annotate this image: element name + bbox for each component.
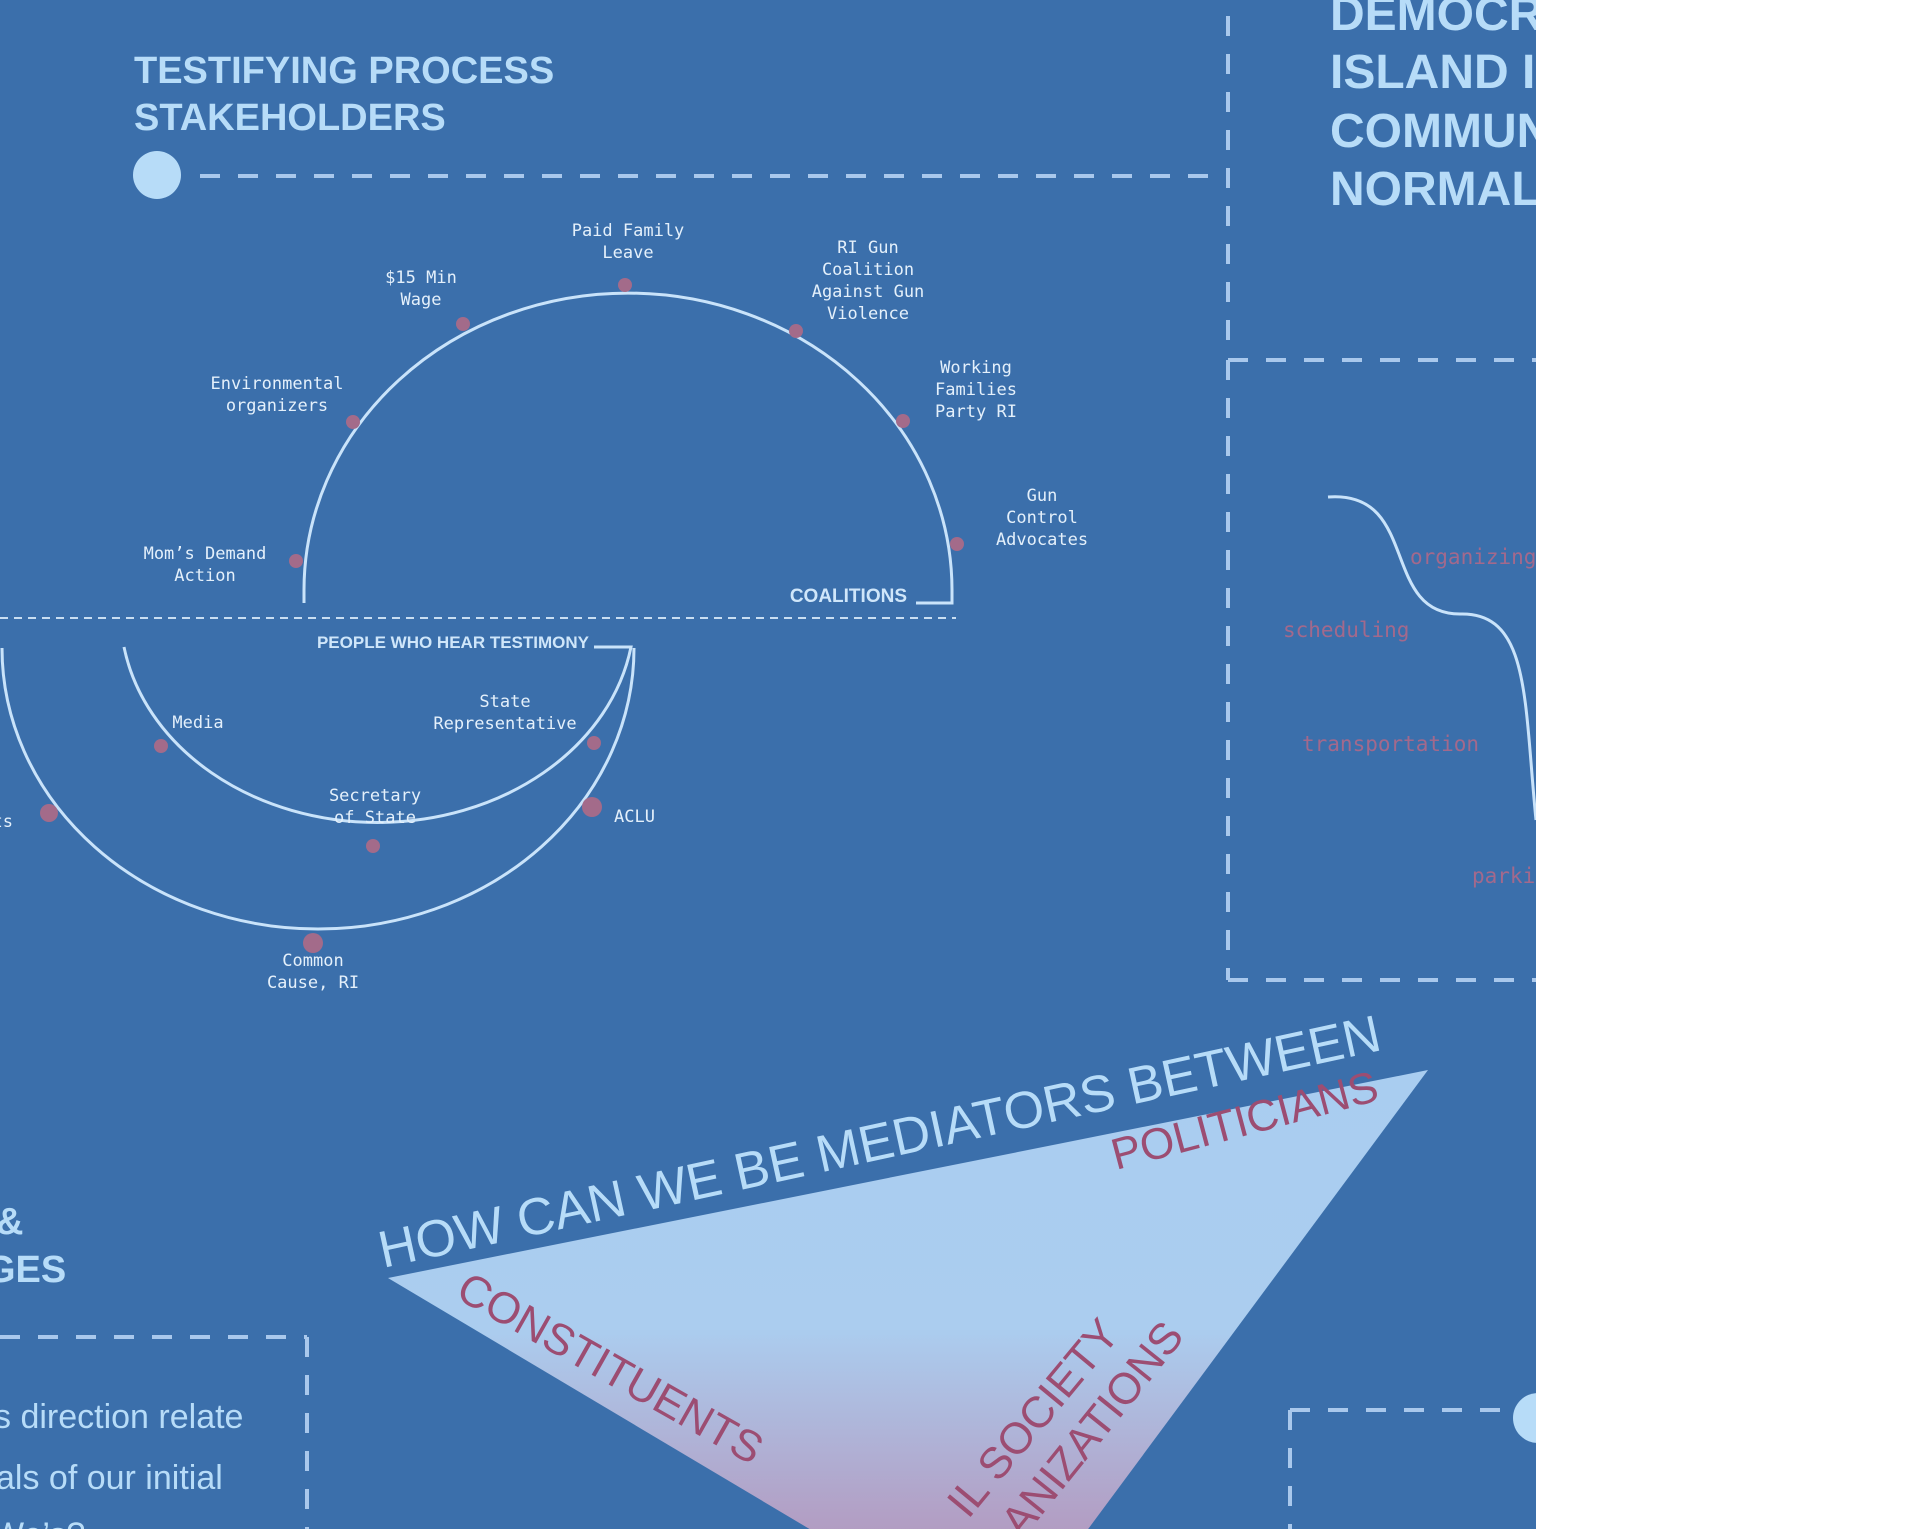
outer-ring-nodes: ntsCommonCause, RI ACLU: [0, 797, 655, 993]
dashed-frames: [0, 16, 1536, 1529]
left-body: s direction relate als of our initial We…: [0, 1398, 243, 1529]
node-label-line: Environmental: [210, 374, 343, 394]
left-heading-line-1: &: [0, 1201, 23, 1243]
section-title: TESTIFYING PROCESS STAKEHOLDERS: [134, 50, 554, 139]
node-dot-working-families-party-ri: [896, 414, 910, 428]
node-label-line: Gun: [1027, 486, 1058, 506]
node-label-line: nts: [0, 812, 13, 832]
mediator-triangle: [388, 1070, 1428, 1529]
right-title-line-2: ISLAND I: [1330, 46, 1535, 99]
node-label-line: Mom’s Demand: [144, 544, 267, 564]
node-label-line: Secretary: [329, 786, 421, 806]
node-label-line: Advocates: [996, 530, 1088, 550]
node-dot-common-cause-ri: [303, 933, 323, 953]
node-label-line: Against Gun: [812, 282, 925, 302]
outer-ring-arc: [0, 647, 636, 931]
node-label-line: Control: [1006, 508, 1078, 528]
hearers-label: PEOPLE WHO HEAR TESTIMONY: [317, 633, 590, 652]
logistics-organizing: organizing: [1410, 545, 1536, 569]
node-label-line: Common: [282, 951, 343, 971]
node-dot-mom-s-demand-action: [289, 554, 303, 568]
node-dot-ri-gun-coalition-against-gun-violence: [789, 324, 803, 338]
node-dot-nts: [40, 804, 58, 822]
hearers-arc: PEOPLE WHO HEAR TESTIMONY: [122, 633, 633, 824]
node-dot-secretary-of-state: [366, 839, 380, 853]
node-label-line: RI Gun: [837, 238, 898, 258]
node-label-line: Leave: [602, 243, 653, 263]
node-label-line: Violence: [827, 304, 909, 324]
right-title: DEMOCR ISLAND I COMMUN NORMAL: [1330, 0, 1536, 216]
node-dot-gun-control-advocates: [950, 537, 964, 551]
logistics-parking: parki: [1472, 864, 1535, 888]
logistics-list: organizing scheduling transportation par…: [1283, 545, 1536, 888]
left-heading-line-2: GES: [0, 1249, 66, 1291]
right-title-line-3: COMMUN: [1330, 105, 1536, 158]
node-label-line: Working: [940, 358, 1012, 378]
node-label-line: Families: [935, 380, 1017, 400]
node-label-line: organizers: [226, 396, 328, 416]
coalitions-arc: COALITIONS: [302, 291, 954, 607]
section-title-line-1: TESTIFYING PROCESS: [134, 50, 554, 92]
node-dot-state-representative: [587, 736, 601, 750]
stakeholder-diagram: TESTIFYING PROCESS STAKEHOLDERS COALITIO…: [0, 0, 1536, 1529]
node-label-media: Media: [172, 713, 223, 733]
right-title-line-4: NORMAL: [1330, 163, 1536, 216]
left-body-line-3: We’s?: [0, 1516, 85, 1529]
node-label-line: Representative: [433, 714, 576, 734]
node-label-line: Coalition: [822, 260, 914, 280]
stakeholder-board: TESTIFYING PROCESS STAKEHOLDERS COALITIO…: [0, 0, 1536, 1529]
right-title-line-1: DEMOCR: [1330, 0, 1536, 41]
node-dot-paid-family-leave: [618, 278, 632, 292]
node-label-aclu: ACLU: [614, 807, 655, 827]
logistics-transportation: transportation: [1302, 732, 1479, 756]
right-marker-dot: [1513, 1393, 1536, 1443]
node-label-line: ACLU: [614, 807, 655, 827]
node-label-line: Party RI: [935, 402, 1017, 422]
node-dot-15-min-wage: [456, 317, 470, 331]
node-label-line: Action: [174, 566, 235, 586]
coalitions-label: COALITIONS: [790, 586, 907, 607]
node-label-line: Wage: [401, 290, 442, 310]
node-label-line: of State: [334, 808, 416, 828]
section-marker-dot: [133, 151, 181, 199]
section-title-line-2: STAKEHOLDERS: [134, 97, 446, 139]
node-label-line: $15 Min: [385, 268, 457, 288]
logistics-scheduling: scheduling: [1283, 618, 1409, 642]
node-dot-aclu: [582, 797, 602, 817]
node-dot-environmental-organizers: [346, 415, 360, 429]
node-dot-media: [154, 739, 168, 753]
node-label-line: Cause, RI: [267, 973, 359, 993]
node-label-line: State: [479, 692, 530, 712]
node-label-line: Paid Family: [572, 221, 685, 241]
left-body-line-1: s direction relate: [0, 1398, 243, 1436]
left-body-line-2: als of our initial: [0, 1459, 223, 1497]
left-heading: & GES: [0, 1201, 66, 1291]
node-label-nts: nts: [0, 812, 13, 832]
node-label-line: Media: [172, 713, 223, 733]
logistics-connector: [1327, 495, 1536, 821]
